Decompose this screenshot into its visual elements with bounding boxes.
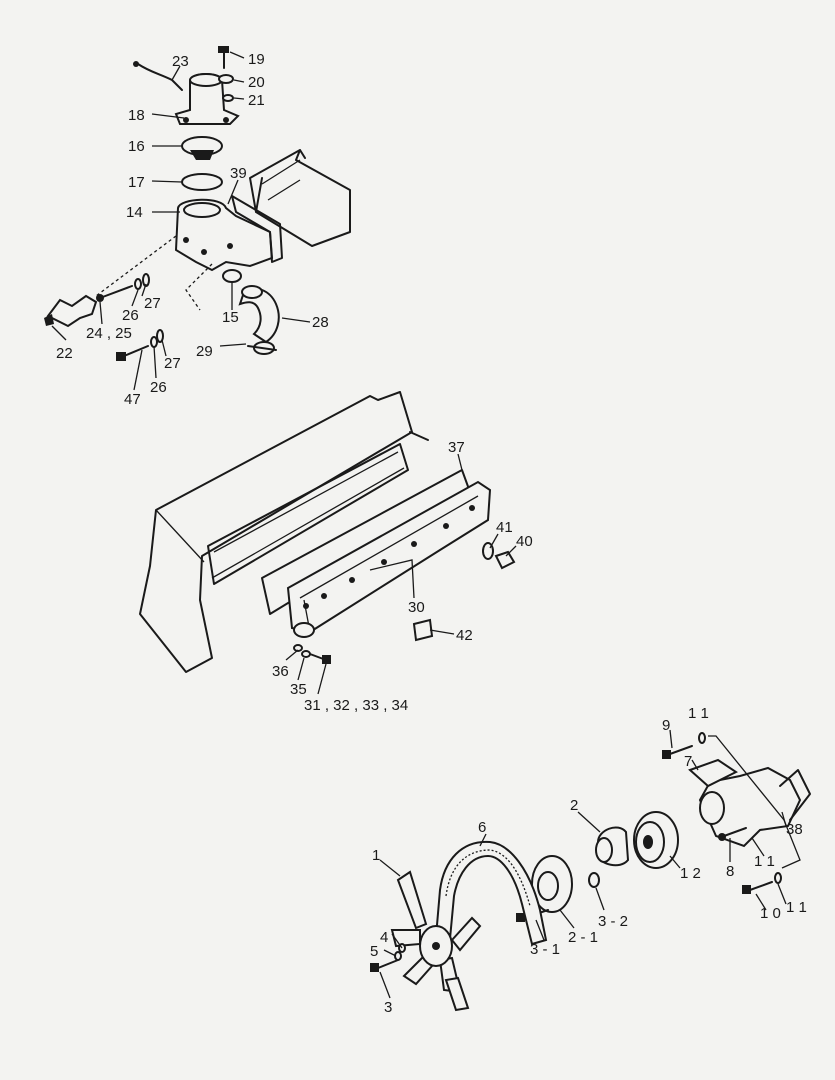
cooler-bosses [303, 505, 475, 609]
label-41: 41 [496, 519, 513, 536]
bolt-47 [123, 345, 149, 357]
label-2: 2 [570, 797, 578, 814]
seal-ring [181, 173, 223, 191]
bolt-10 [749, 881, 773, 891]
label-15: 15 [222, 309, 239, 326]
label-4: 4 [380, 929, 388, 946]
clip-42 [412, 618, 434, 642]
engine-head-corner [249, 149, 351, 247]
label-16: 16 [128, 138, 145, 155]
label-12: 1 2 [680, 865, 701, 882]
water-pump [698, 766, 802, 848]
label-36: 36 [272, 663, 289, 680]
label-19: 19 [248, 51, 265, 68]
thermostat-housing-group [44, 46, 351, 361]
label-5: 5 [370, 943, 378, 960]
label-21: 21 [248, 92, 265, 109]
label-1: 1 [372, 847, 380, 864]
label-8: 8 [726, 863, 734, 880]
washer-20 [218, 74, 234, 84]
plug-40 [494, 550, 516, 570]
label-6: 6 [478, 819, 486, 836]
label-22: 22 [56, 345, 73, 362]
drain-elbow [293, 622, 315, 638]
sensor-wire [137, 63, 183, 91]
label-7: 7 [684, 753, 692, 770]
label-35: 35 [290, 681, 307, 698]
oil-cooler-cover [286, 480, 492, 634]
label-14: 14 [126, 204, 143, 221]
fitting-15 [222, 269, 242, 283]
label-30: 30 [408, 599, 425, 616]
washer-21 [222, 94, 234, 102]
label-40: 40 [516, 533, 533, 550]
label-11-bottom: 1 1 [786, 899, 807, 916]
label-10: 1 0 [760, 905, 781, 922]
bolt-24-25 [99, 285, 133, 299]
label-37: 37 [448, 439, 465, 456]
label-29: 29 [196, 343, 213, 360]
label-28: 28 [312, 314, 329, 331]
label-17: 17 [128, 174, 145, 191]
label-23: 23 [172, 53, 189, 70]
callout-labels: 23 19 20 21 18 16 17 39 14 27 26 24 , 25… [56, 51, 807, 1016]
cooling-fan [390, 870, 482, 1012]
label-47: 47 [124, 391, 141, 408]
label-42: 42 [456, 627, 473, 644]
label-27-lower: 27 [164, 355, 181, 372]
label-3-2: 3 - 2 [598, 913, 628, 930]
label-39: 39 [230, 165, 247, 182]
label-3: 3 [384, 999, 392, 1016]
bolt-9 [669, 745, 693, 755]
v-belt [432, 840, 548, 961]
bolt-3 [377, 959, 399, 969]
label-24-25: 24 , 25 [86, 325, 132, 342]
label-2-1: 2 - 1 [568, 929, 598, 946]
pipe-7 [688, 758, 738, 788]
label-20: 20 [248, 74, 265, 91]
leader-lines [51, 51, 787, 999]
label-11-top: 1 1 [688, 705, 709, 722]
label-31-34: 31 , 32 , 33 , 34 [304, 697, 408, 714]
label-27-upper: 27 [144, 295, 161, 312]
label-26-upper: 26 [122, 307, 139, 324]
oil-cooler-group [139, 391, 516, 673]
engine-block [139, 391, 413, 673]
label-9: 9 [662, 717, 670, 734]
hose-clamp-upper [241, 285, 263, 299]
label-3-1: 3 - 1 [530, 941, 560, 958]
water-hose [238, 287, 280, 344]
temperature-sender [46, 294, 98, 328]
bolt-8 [723, 827, 747, 837]
label-18: 18 [128, 107, 145, 124]
water-pump-fan-group [370, 732, 811, 1012]
label-26-lower: 26 [150, 379, 167, 396]
housing-gasket [231, 195, 283, 263]
label-38: 38 [786, 821, 803, 838]
label-11-mid: 1 1 [754, 853, 775, 870]
block-gasket [207, 443, 409, 585]
